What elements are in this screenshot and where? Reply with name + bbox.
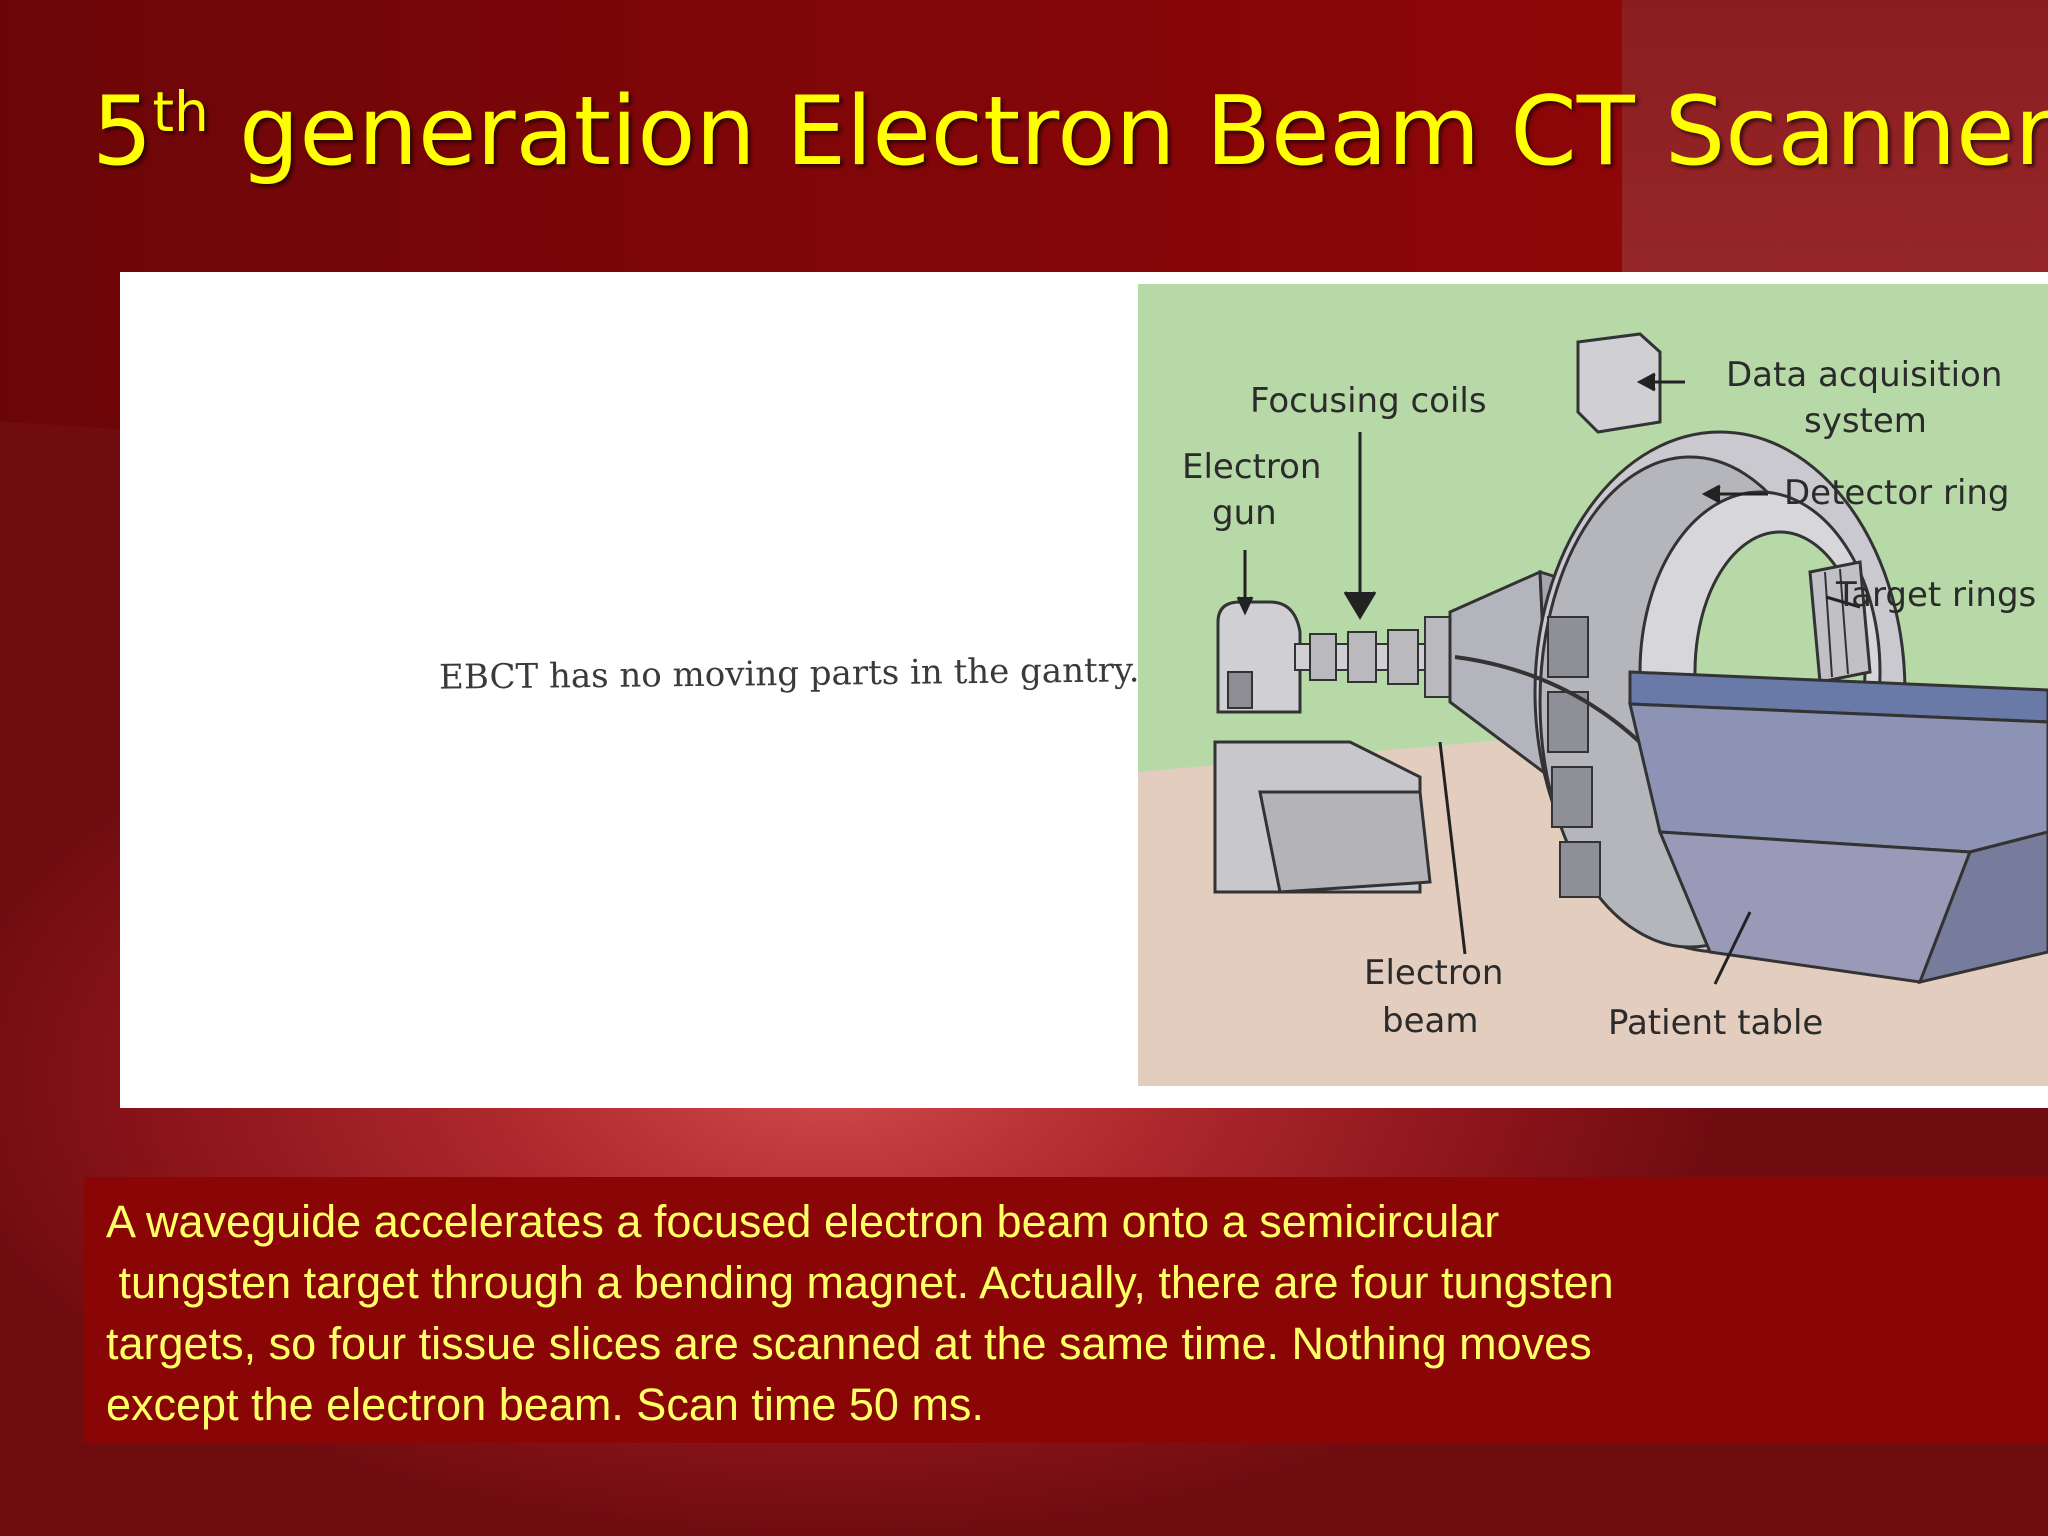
body-line: tungsten target through a bending magnet… bbox=[106, 1257, 1614, 1308]
label-electron-gun-line2: gun bbox=[1212, 493, 1277, 533]
title-text: generation Electron Beam CT Scanner bbox=[208, 77, 2048, 187]
label-data-acquisition-line1: Data acquisition bbox=[1726, 355, 2002, 395]
ebct-diagram: Focusing coils Electron gun Data acquisi… bbox=[1138, 284, 2048, 1086]
figure-panel: EBCT has no moving parts in the gantry. bbox=[120, 272, 2048, 1108]
data-acquisition-box bbox=[1576, 332, 1662, 434]
detector-block-1 bbox=[1547, 616, 1589, 678]
label-electron-beam-line2: beam bbox=[1382, 1001, 1478, 1041]
leader-lines bbox=[1236, 372, 1861, 985]
detector-block-4 bbox=[1559, 841, 1601, 898]
title-superscript: th bbox=[152, 80, 209, 144]
gun-block bbox=[1258, 790, 1432, 894]
detector-block-3 bbox=[1551, 766, 1593, 828]
target-rings bbox=[1808, 560, 1872, 684]
label-patient-table: Patient table bbox=[1608, 1003, 1823, 1043]
label-electron-beam-line1: Electron bbox=[1364, 953, 1503, 993]
body-line: targets, so four tissue slices are scann… bbox=[106, 1318, 1592, 1369]
slide-title: 5th generation Electron Beam CT Scanner bbox=[92, 72, 2048, 192]
patient-table-body bbox=[1628, 702, 2048, 854]
body-line: except the electron beam. Scan time 50 m… bbox=[106, 1379, 984, 1430]
focusing-coil-4 bbox=[1424, 616, 1454, 698]
body-text-box: A waveguide accelerates a focused electr… bbox=[84, 1177, 2048, 1443]
body-paragraph: A waveguide accelerates a focused electr… bbox=[106, 1191, 2006, 1435]
focusing-coil-1 bbox=[1309, 633, 1337, 681]
label-focusing-coils: Focusing coils bbox=[1250, 381, 1487, 421]
label-data-acquisition-line2: system bbox=[1804, 401, 1927, 441]
patient-table-end bbox=[1917, 830, 2048, 985]
focusing-coil-3 bbox=[1387, 629, 1419, 685]
label-target-rings: Target rings bbox=[1835, 575, 2036, 615]
label-electron-gun-line1: Electron bbox=[1182, 447, 1321, 487]
gun-slot bbox=[1227, 671, 1253, 709]
title-number: 5 bbox=[92, 77, 153, 187]
label-detector-ring: Detector ring bbox=[1784, 473, 2010, 513]
patient-table-top bbox=[1628, 670, 2048, 724]
focusing-coil-2 bbox=[1347, 631, 1377, 683]
body-line: A waveguide accelerates a focused electr… bbox=[106, 1196, 1500, 1247]
